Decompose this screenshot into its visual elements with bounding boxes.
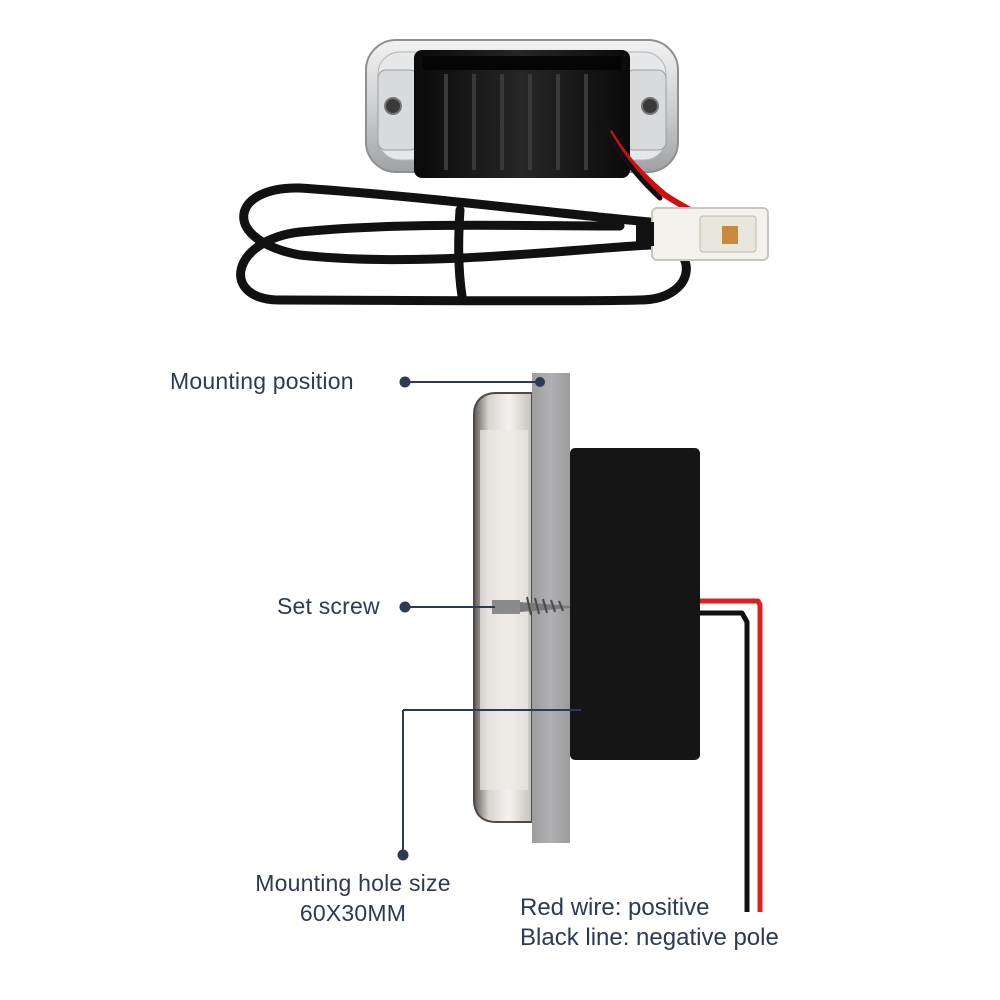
mounting-hole-right-icon bbox=[641, 97, 659, 115]
red-wire bbox=[700, 598, 763, 912]
connector bbox=[636, 207, 769, 261]
driver-box bbox=[414, 50, 630, 178]
label-red-wire: Red wire: positive bbox=[520, 894, 710, 921]
product-photo bbox=[236, 39, 769, 306]
label-set-screw: Set screw bbox=[277, 593, 380, 619]
label-mounting-hole-size-line1: Mounting hole size bbox=[255, 870, 451, 896]
label-black-line: Black line: negative pole bbox=[520, 924, 779, 951]
black-wire bbox=[700, 610, 750, 912]
leader-lines bbox=[397, 376, 581, 861]
cable bbox=[236, 120, 703, 306]
wire-legend: Red wire: positive Black line: negative … bbox=[520, 893, 779, 953]
wires bbox=[700, 598, 763, 912]
mounting-hole-left-icon bbox=[384, 97, 402, 115]
label-mounting-hole-size: Mounting hole size 60X30MM bbox=[238, 868, 468, 928]
label-mounting-position: Mounting position bbox=[170, 368, 354, 394]
rear-housing bbox=[570, 448, 700, 760]
mounting-diagram bbox=[397, 373, 763, 912]
label-mounting-hole-size-line2: 60X30MM bbox=[299, 900, 407, 926]
set-screw-icon bbox=[492, 596, 570, 616]
